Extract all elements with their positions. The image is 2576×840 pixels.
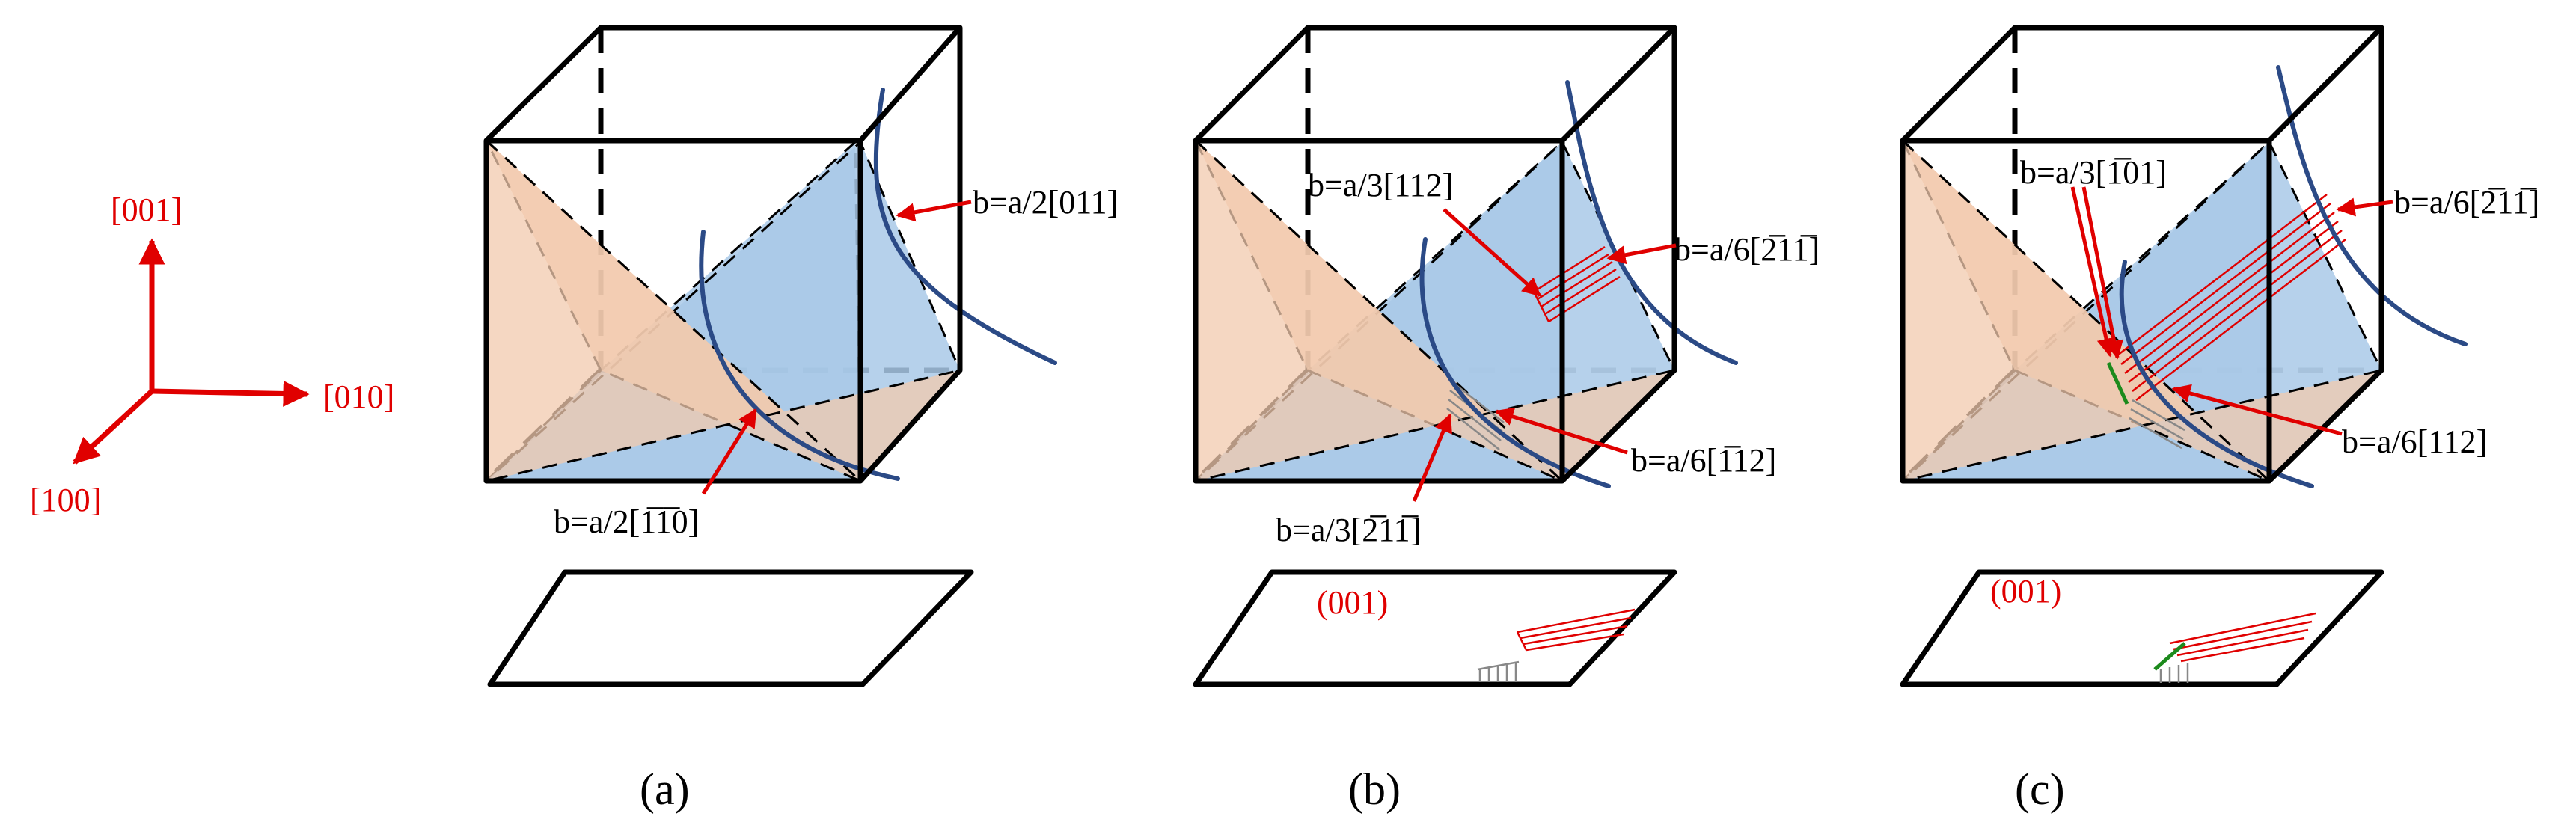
slip-plane-pink-2 — [1194, 138, 1678, 483]
projected-fault-red — [2169, 612, 2316, 663]
burgers-label: b=a/3[112] — [1308, 167, 1453, 203]
projected-fault-red — [1516, 608, 1636, 652]
axis-y-label: [010] — [323, 378, 394, 415]
dislocation-line — [873, 88, 1057, 365]
burgers-label: b=a/6[2̅11̅] — [1674, 231, 1820, 268]
burgers-label: b=a/3[2̅11̅] — [1276, 512, 1421, 548]
panel-caption: (b) — [1348, 764, 1401, 814]
axis-x-arrow — [73, 389, 154, 465]
burgers-label: b=a/6[1̅12] — [1631, 442, 1776, 479]
panel-c: b=a/3[1̅01] b=a/6[2̅11̅] b=a/6[112] (001… — [1900, 25, 2539, 814]
stacking-fault-grey — [2129, 399, 2185, 450]
coordinate-axes: [001] [010] [100] — [30, 191, 394, 518]
burgers-label: b=a/2[1̅1̅0] — [554, 503, 699, 540]
panel-caption: (c) — [2015, 764, 2065, 814]
stair-rod-segment — [2106, 361, 2129, 405]
panel-a: b=a/2[011] b=a/2[1̅1̅0] (a) — [483, 25, 1118, 814]
axis-y-arrow — [151, 380, 310, 407]
dislocation-line — [2276, 65, 2468, 346]
plane-label: (001) — [1317, 584, 1388, 621]
burgers-label: b=a/2[011] — [973, 184, 1118, 221]
dislocation-line — [699, 230, 900, 481]
dislocation-line — [2119, 260, 2314, 488]
stacking-fault-red — [2117, 194, 2346, 401]
projected-fault-grey — [2159, 663, 2189, 683]
plane-label: (001) — [1990, 573, 2061, 610]
projection-plane — [1900, 569, 2384, 687]
panel-b: b=a/3[112] b=a/6[2̅11̅] b=a/6[1̅12] b=a/… — [1193, 25, 1820, 814]
dislocation-line — [1419, 237, 1611, 488]
axis-z-label: [001] — [111, 191, 182, 228]
axis-x-label: [100] — [30, 482, 101, 518]
projected-fault-grey — [1477, 660, 1520, 682]
burgers-label: b=a/6[112] — [2342, 423, 2487, 460]
panel-caption: (a) — [640, 764, 690, 814]
stair-rod-segment — [2153, 642, 2186, 671]
projection-plane — [1193, 569, 1677, 687]
burgers-label: b=a/6[2̅11̅] — [2394, 184, 2539, 221]
projection-plane — [487, 569, 974, 687]
burgers-label: b=a/3[1̅01] — [2020, 154, 2167, 191]
